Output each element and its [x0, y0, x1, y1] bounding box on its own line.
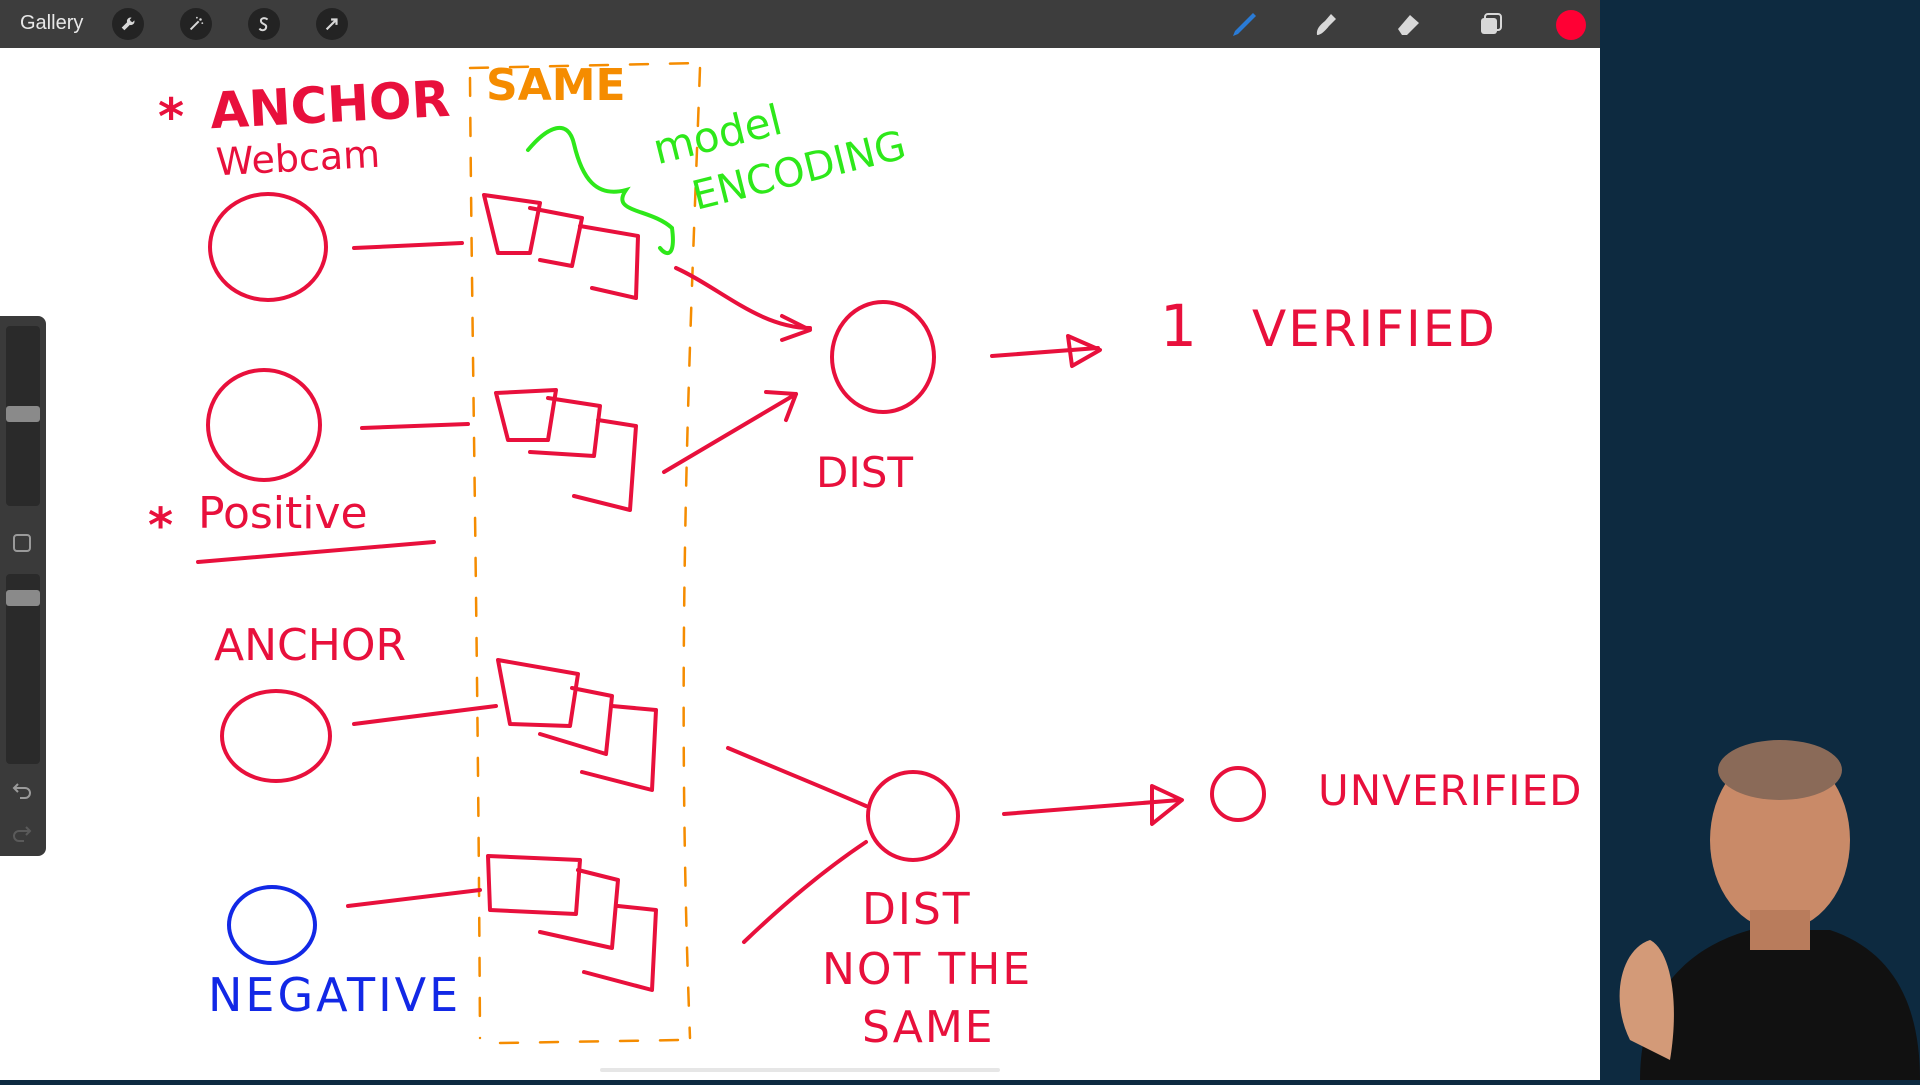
presenter-figure [1619, 740, 1920, 1080]
verified-label: VERIFIED [1252, 300, 1497, 358]
redo-icon[interactable] [10, 821, 34, 845]
layers-icon[interactable] [1472, 6, 1508, 42]
arrow-to-dist-1-top [674, 266, 812, 330]
positive-underline [196, 540, 436, 564]
same-region-bottom-border [498, 1038, 682, 1045]
positive-circle [206, 368, 322, 482]
arrow-to-verified [990, 346, 1100, 358]
webcam-label: Webcam [214, 131, 382, 185]
same-region-left-border [468, 76, 482, 1040]
model-brace-stroke [526, 125, 675, 256]
eyedropper-square-button[interactable] [13, 534, 31, 552]
dist-label-2: DIST [862, 884, 972, 935]
line-to-dist-2-bottom [742, 840, 868, 944]
arrow-move-icon[interactable] [316, 8, 348, 40]
opacity-handle[interactable] [6, 590, 40, 606]
same-label: SAME [486, 60, 626, 111]
magic-wand-icon[interactable] [180, 8, 212, 40]
top-toolbar: Gallery [0, 0, 1600, 48]
gallery-button[interactable]: Gallery [20, 12, 84, 34]
anchor-circle-2 [220, 689, 332, 783]
undo-icon[interactable] [10, 778, 34, 802]
arrow-to-dist-1-bottom [662, 392, 798, 474]
home-indicator [600, 1068, 1000, 1072]
encoding-stack-1 [482, 193, 640, 300]
negative-label: NEGATIVE [208, 968, 462, 1022]
left-sidebar [0, 316, 46, 856]
arrow-to-unverified-head [1150, 784, 1184, 826]
positive-star: * [148, 498, 174, 554]
anchor-line-1 [352, 241, 464, 250]
webcam-overlay [1600, 700, 1920, 1080]
encoding-stack-2 [494, 388, 638, 512]
anchor-line-2 [352, 704, 498, 726]
same-label-2: SAME [862, 1002, 995, 1053]
brush-size-handle[interactable] [6, 406, 40, 422]
positive-label: Positive [198, 488, 368, 539]
zero-circle [1210, 766, 1266, 822]
anchor-star-1: * [158, 88, 185, 146]
line-to-dist-2-top [726, 746, 868, 808]
unverified-label: UNVERIFIED [1318, 766, 1583, 815]
wrench-icon[interactable] [112, 8, 144, 40]
eraser-icon[interactable] [1390, 6, 1426, 42]
arrow-to-verified-head [1066, 334, 1102, 368]
verified-count: 1 [1160, 292, 1197, 360]
encoding-stack-4 [486, 854, 658, 992]
negative-line [346, 888, 482, 908]
dist-circle-2 [866, 770, 960, 862]
not-the-label: NOT THE [822, 944, 1033, 995]
selection-s-icon[interactable] [248, 8, 280, 40]
ink-strokes [196, 61, 1266, 1045]
positive-line [360, 422, 470, 430]
anchor-label-2: ANCHOR [214, 620, 407, 671]
procreate-app: Gallery [0, 0, 1600, 1080]
negative-circle [227, 885, 317, 965]
color-picker-button[interactable] [1556, 10, 1586, 40]
dist-circle-1 [830, 300, 936, 414]
dist-label-1: DIST [816, 448, 914, 497]
same-region-right-border [682, 66, 702, 1040]
arrow-to-dist-1-bottom-head [764, 390, 798, 422]
brush-icon[interactable] [1226, 6, 1262, 42]
arrow-to-dist-1-top-head [780, 314, 812, 342]
drawing-canvas[interactable]: * ANCHOR Webcam SAME model ENCODING * Po… [0, 48, 1600, 1080]
encoding-stack-3 [496, 658, 658, 792]
smudge-icon[interactable] [1308, 6, 1344, 42]
anchor-circle-1 [208, 192, 328, 302]
